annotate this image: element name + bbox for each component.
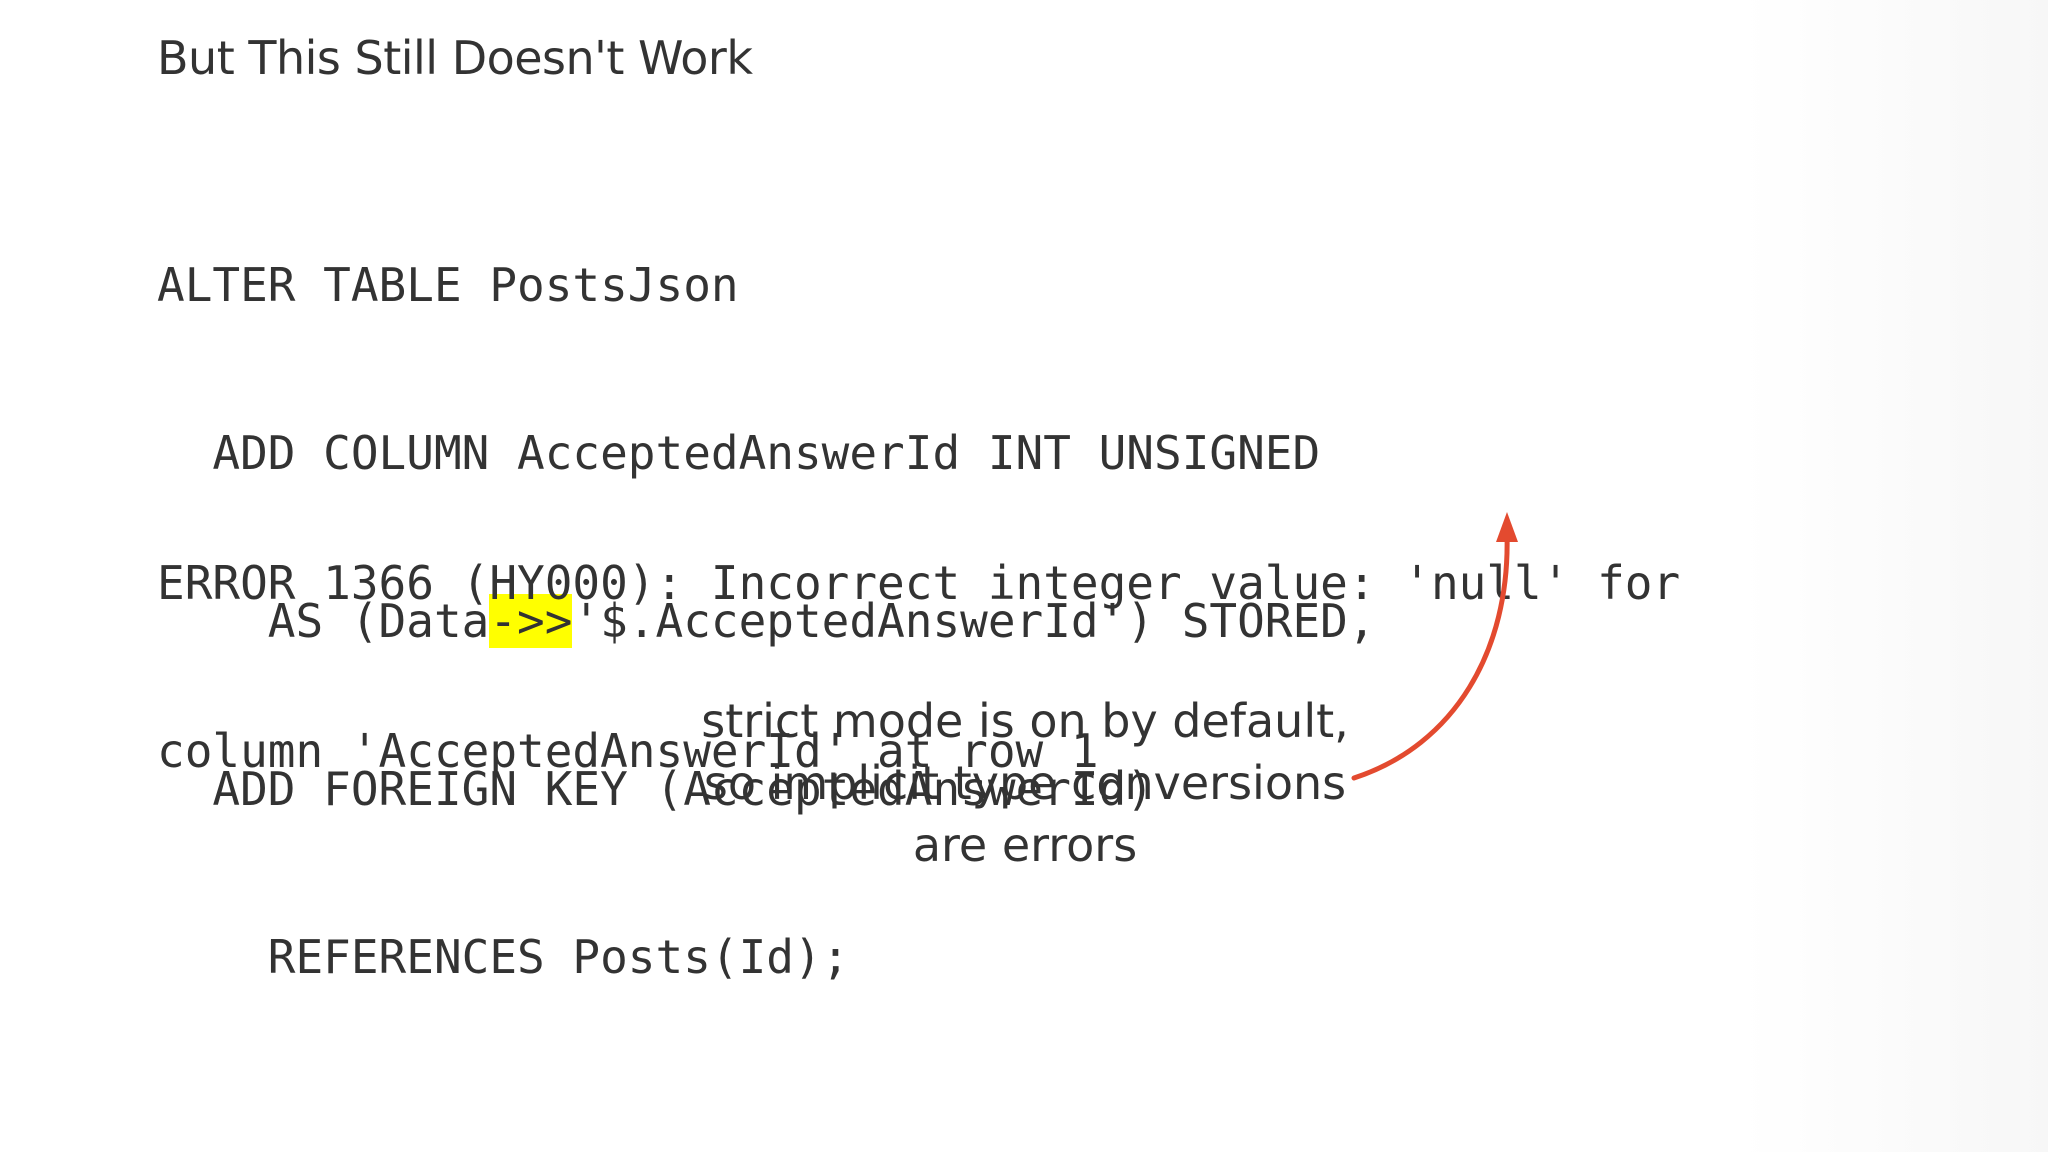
slide-title: But This Still Doesn't Work xyxy=(157,31,753,85)
code-line-3-before: AS (Data xyxy=(157,594,490,648)
annotation-line-3: are errors xyxy=(912,818,1138,872)
sql-code-block: ALTER TABLE PostsJson ADD COLUMN Accepte… xyxy=(157,145,1376,1097)
annotation-line-2: so implicit type conversions xyxy=(703,756,1347,810)
annotation-line-1: strict mode is on by default, xyxy=(701,694,1349,748)
error-line-2: column 'AcceptedAnswerId' at row 1 xyxy=(157,724,1099,778)
annotation-note: strict mode is on by default, so implici… xyxy=(640,690,1410,876)
error-message: ERROR 1366 (HY000): Incorrect integer va… xyxy=(157,443,1680,891)
code-line-3: AS (Data->>'$.AcceptedAnswerId') STORED, xyxy=(157,593,1376,649)
json-operator-highlight: ->> xyxy=(489,594,573,648)
code-line-2: ADD COLUMN AcceptedAnswerId INT UNSIGNED xyxy=(157,426,1321,480)
code-line-1: ALTER TABLE PostsJson xyxy=(157,258,739,312)
code-line-5: REFERENCES Posts(Id); xyxy=(157,930,850,984)
code-line-4: ADD FOREIGN KEY (AcceptedAnswerId) xyxy=(157,762,1154,816)
error-line-1: ERROR 1366 (HY000): Incorrect integer va… xyxy=(157,556,1681,610)
code-line-3-after: '$.AcceptedAnswerId') STORED, xyxy=(572,594,1376,648)
